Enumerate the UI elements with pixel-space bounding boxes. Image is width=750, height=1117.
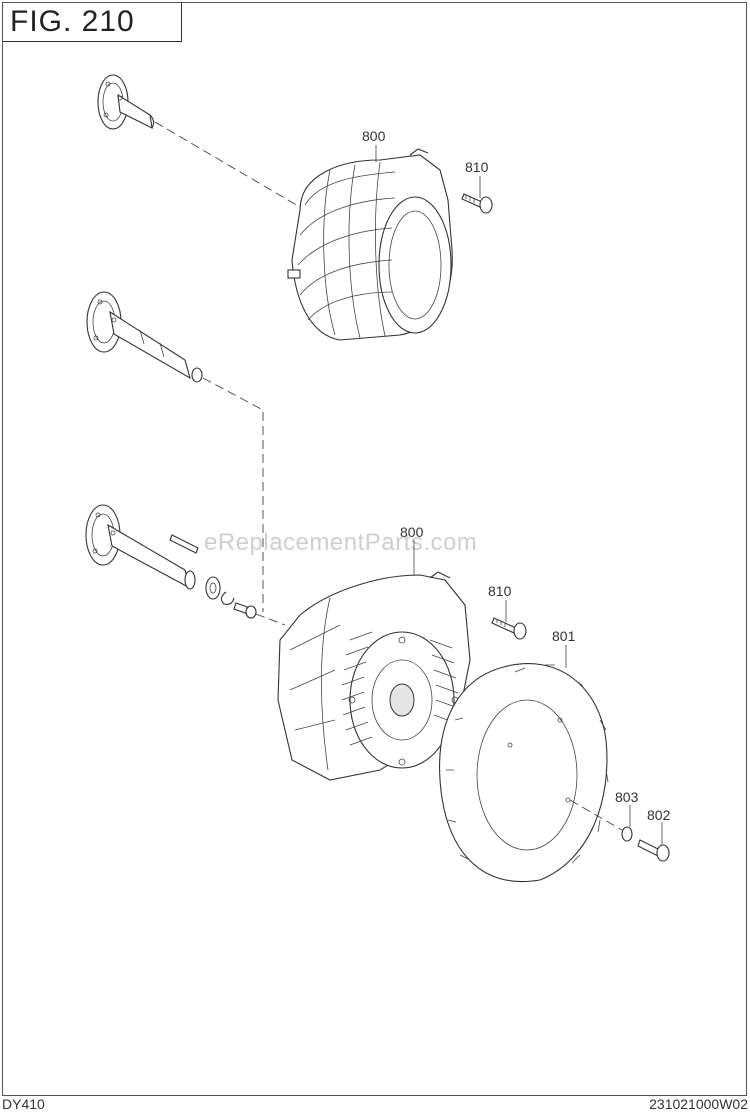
fan-housing-bottom — [277, 571, 471, 781]
callout-810-bottom: 810 — [488, 583, 512, 599]
callout-810-top: 810 — [465, 159, 489, 175]
fan-housing-top — [287, 148, 453, 341]
figure-title: FIG. 210 — [2, 2, 182, 42]
callout-800-top: 800 — [362, 128, 386, 144]
shaft-key — [169, 534, 199, 554]
diagram-code: 231021000W02 — [649, 1096, 748, 1112]
callout-802: 802 — [647, 807, 671, 823]
washer — [205, 576, 221, 600]
leader-shaft-middle — [202, 377, 264, 612]
model-label: DY410 — [2, 1096, 45, 1112]
callout-801: 801 — [552, 628, 576, 644]
shaft-bottom — [85, 504, 196, 590]
bolt-810-bottom — [491, 617, 527, 640]
leader-shaft-top — [154, 121, 306, 211]
washer-803 — [621, 826, 633, 842]
center-bolt — [233, 602, 257, 619]
shaft-middle — [86, 291, 203, 383]
bolt-802 — [637, 839, 670, 862]
lock-washer — [220, 591, 235, 605]
callout-800-bottom: 800 — [400, 524, 424, 540]
watermark-text: eReplacementParts.com — [204, 529, 478, 556]
shroud-cover-801 — [439, 663, 609, 882]
bolt-810-top — [461, 193, 493, 214]
callout-803: 803 — [615, 789, 639, 805]
shaft-top — [97, 74, 155, 130]
